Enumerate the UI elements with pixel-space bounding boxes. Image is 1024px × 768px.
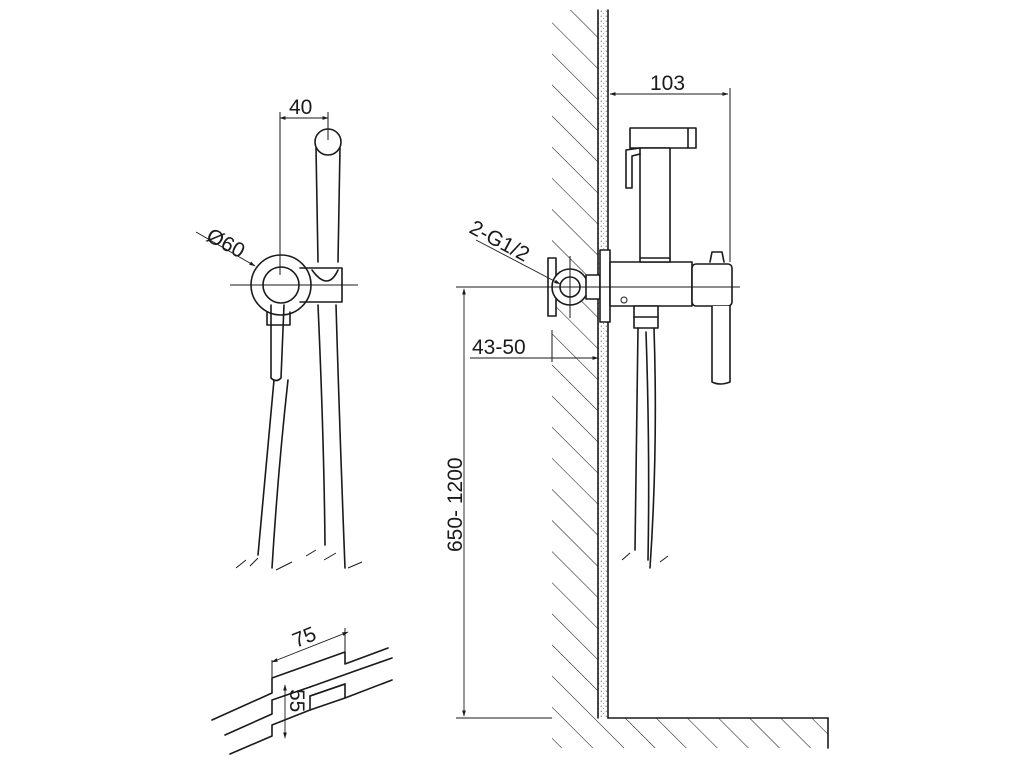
mount-height-label: 650- 1200 (444, 457, 467, 552)
diameter-label: Ø60 (203, 224, 249, 263)
box-depth-label: 55 (285, 689, 308, 712)
recess-detail: 75 55 (211, 623, 393, 755)
projection-label: 103 (650, 72, 685, 95)
front-width-label: 40 (289, 96, 312, 119)
connection-label: 2-G1/2 (466, 216, 533, 266)
front-view: Ø60 40 (195, 96, 363, 571)
box-width-label: 75 (289, 623, 319, 653)
side-view: 103 2-G1/2 43-50 650- 1200 (444, 9, 829, 749)
wall-recess-label: 43-50 (472, 336, 526, 359)
